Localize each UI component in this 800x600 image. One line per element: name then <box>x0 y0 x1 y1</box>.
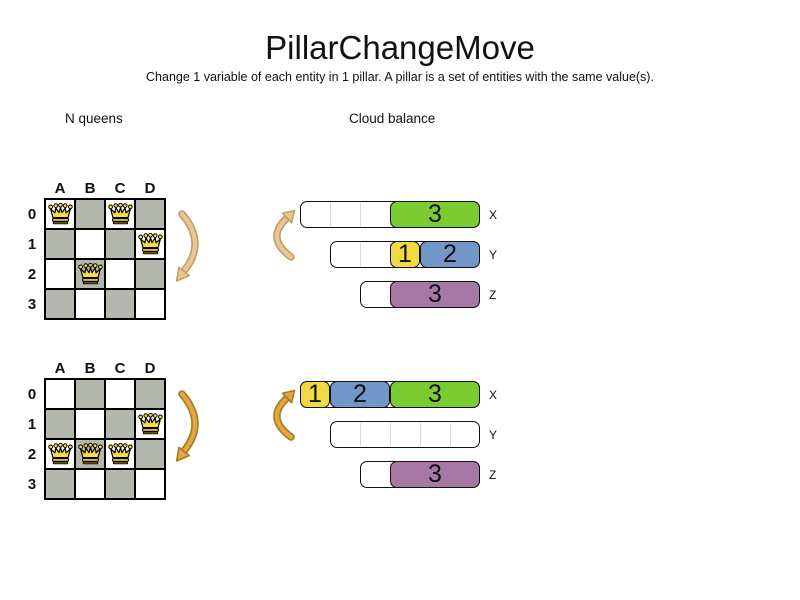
board-cell <box>75 469 105 499</box>
queen-icon <box>137 232 164 260</box>
grid-line <box>44 468 166 470</box>
queen-crown-graphic <box>47 202 73 225</box>
board-cell <box>135 439 165 469</box>
grid-line <box>44 498 166 500</box>
process-block: 2 <box>330 381 390 408</box>
pillar-move-arrow-cloud-after <box>273 389 296 441</box>
board-cell <box>75 409 105 439</box>
board-cell <box>75 379 105 409</box>
computer-label: Z <box>489 288 497 302</box>
page-subtitle: Change 1 variable of each entity in 1 pi… <box>146 70 654 84</box>
grid-line <box>134 198 136 320</box>
row-label: 2 <box>27 446 37 463</box>
section-label-nqueens: N queens <box>65 111 123 126</box>
board-cell <box>135 199 165 229</box>
process-block: 3 <box>390 281 480 308</box>
column-header: C <box>114 180 126 197</box>
board-cell <box>45 229 75 259</box>
pillar-move-arrow-board-before <box>175 210 199 282</box>
computer-label: Y <box>489 428 498 442</box>
column-header: B <box>84 180 96 197</box>
capacity-divider <box>419 423 421 446</box>
capacity-divider <box>359 203 361 226</box>
column-header: D <box>144 180 156 197</box>
queen-crown-graphic <box>137 232 163 255</box>
pillar-move-arrow-cloud-before <box>273 209 296 261</box>
capacity-divider <box>449 423 451 446</box>
section-label-cloud-balance: Cloud balance <box>349 111 436 126</box>
grid-line <box>44 258 166 260</box>
board-cell <box>75 289 105 319</box>
process-block: 3 <box>390 201 480 228</box>
pillar-move-arrow-board-after <box>175 390 199 462</box>
process-block: 1 <box>300 381 330 408</box>
board-cell <box>105 469 135 499</box>
queen-crown-graphic <box>107 442 133 465</box>
process-block: 1 <box>390 241 420 268</box>
queen-crown-graphic <box>47 442 73 465</box>
column-header: C <box>114 360 126 377</box>
queen-icon <box>77 442 104 470</box>
queen-icon <box>107 442 134 470</box>
row-label: 3 <box>27 476 37 493</box>
page-title: PillarChangeMove <box>265 29 535 66</box>
row-label: 0 <box>27 386 37 403</box>
queen-crown-graphic <box>107 202 133 225</box>
board-cell <box>75 229 105 259</box>
grid-line <box>44 288 166 290</box>
computer-label: X <box>489 208 498 222</box>
board-cell <box>135 379 165 409</box>
capacity-divider <box>329 203 331 226</box>
computer-label: Z <box>489 468 497 482</box>
process-block: 3 <box>390 461 480 488</box>
row-label: 2 <box>27 266 37 283</box>
row-label: 1 <box>27 236 37 253</box>
queen-icon <box>77 262 104 290</box>
column-header: A <box>54 360 66 377</box>
board-cell <box>45 289 75 319</box>
board-cell <box>105 379 135 409</box>
queen-crown-graphic <box>77 442 103 465</box>
capacity-divider <box>389 423 391 446</box>
process-block: 3 <box>390 381 480 408</box>
board-cell <box>105 409 135 439</box>
board-cell <box>105 289 135 319</box>
grid-line <box>44 318 166 320</box>
capacity-divider <box>359 243 361 266</box>
column-header: B <box>84 360 96 377</box>
board-cell <box>135 259 165 289</box>
queen-icon <box>137 412 164 440</box>
computer-label: X <box>489 388 498 402</box>
board-cell <box>105 229 135 259</box>
board-cell <box>45 469 75 499</box>
board-cell <box>105 259 135 289</box>
queen-crown-graphic <box>77 262 103 285</box>
board-cell <box>135 469 165 499</box>
capacity-divider <box>359 423 361 446</box>
board-cell <box>45 259 75 289</box>
grid-line <box>164 198 166 320</box>
row-label: 0 <box>27 206 37 223</box>
queen-icon <box>47 202 74 230</box>
queen-icon <box>47 442 74 470</box>
queen-icon <box>107 202 134 230</box>
grid-line <box>44 438 166 440</box>
row-label: 3 <box>27 296 37 313</box>
column-header: D <box>144 360 156 377</box>
queen-crown-graphic <box>137 412 163 435</box>
board-cell <box>45 409 75 439</box>
grid-line <box>134 378 136 500</box>
board-cell <box>75 199 105 229</box>
row-label: 1 <box>27 416 37 433</box>
board-cell <box>135 289 165 319</box>
board-cell <box>45 379 75 409</box>
grid-line <box>164 378 166 500</box>
computer-label: Y <box>489 248 498 262</box>
process-block: 2 <box>420 241 480 268</box>
column-header: A <box>54 180 66 197</box>
computer-bar-Y <box>330 421 480 448</box>
